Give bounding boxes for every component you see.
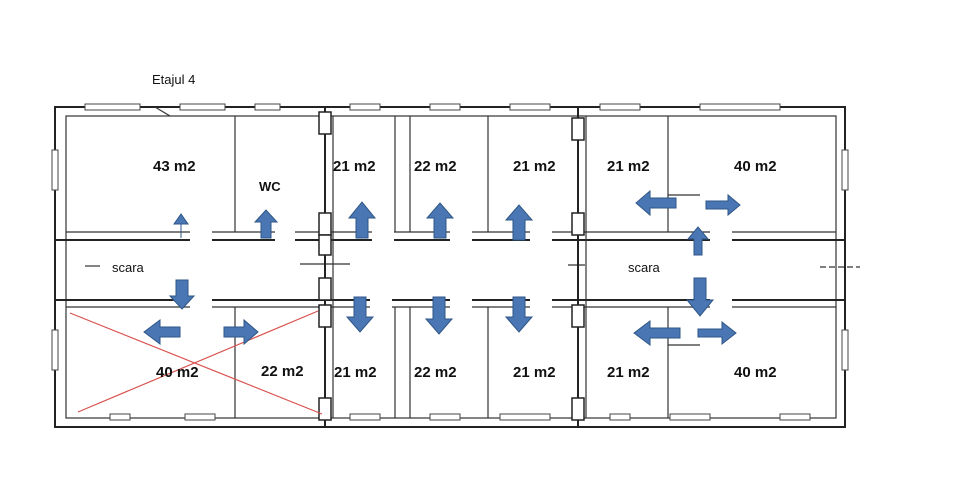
room-label-bot-5: 21 m2 xyxy=(513,364,556,381)
top-windows xyxy=(84,103,781,117)
columns xyxy=(318,111,585,421)
arrow-up-icon xyxy=(425,202,455,239)
evacuation-arrows xyxy=(143,189,741,346)
stairs-label-left: scara xyxy=(112,260,145,275)
room-label-top-4: 21 m2 xyxy=(513,158,556,175)
arrow-down-icon xyxy=(685,277,715,317)
arrow-up-icon xyxy=(253,209,279,239)
stairs-label-right: scara xyxy=(628,260,661,275)
room-label-bot-1: 40 m2 xyxy=(156,364,199,381)
floor-title: Etajul 4 xyxy=(152,72,196,87)
arrow-right-icon xyxy=(697,320,737,346)
bottom-windows xyxy=(109,413,811,421)
room-label-top-6: 40 m2 xyxy=(734,158,777,175)
room-label-bot-4: 22 m2 xyxy=(414,364,457,381)
room-partitions xyxy=(234,107,700,427)
room-label-top-5: 21 m2 xyxy=(607,158,650,175)
room-label-wc: WC xyxy=(259,179,281,194)
arrow-up-icon xyxy=(347,201,377,239)
arrow-up-icon xyxy=(504,204,534,241)
arrow-up-icon xyxy=(686,226,710,256)
arrow-up-icon xyxy=(173,213,189,238)
arrow-down-icon xyxy=(168,279,196,310)
arrow-down-icon xyxy=(424,296,454,335)
arrow-left-icon xyxy=(143,319,181,345)
room-label-bot-3: 21 m2 xyxy=(334,364,377,381)
arrow-left-icon xyxy=(635,189,677,217)
room-label-top-2: 21 m2 xyxy=(333,158,376,175)
arrow-right-icon xyxy=(705,193,741,217)
room-label-top-1: 43 m2 xyxy=(153,158,196,175)
room-label-bot-6: 21 m2 xyxy=(607,364,650,381)
crossed-out-room-mark xyxy=(69,310,323,415)
arrow-right-icon xyxy=(223,318,259,346)
arrow-down-icon xyxy=(345,296,375,333)
room-label-bot-7: 40 m2 xyxy=(734,364,777,381)
arrow-left-icon xyxy=(633,320,681,346)
side-windows xyxy=(51,149,849,371)
room-label-top-3: 22 m2 xyxy=(414,158,457,175)
arrow-down-icon xyxy=(504,296,534,333)
room-labels: 43 m2 WC 21 m2 22 m2 21 m2 21 m2 40 m2 4… xyxy=(112,158,777,381)
room-label-bot-2: 22 m2 xyxy=(261,363,304,380)
